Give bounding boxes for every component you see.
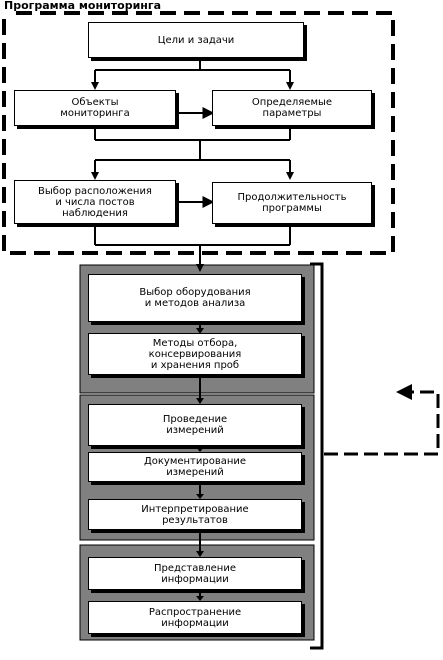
box-distribution: Распространение информации (88, 601, 302, 634)
box-presentation: Представление информации (88, 557, 302, 590)
connector-row1-merge (94, 126, 291, 176)
box-duration: Продолжительность программы (212, 182, 372, 224)
box-location: Выбор расположения и числа постов наблюд… (14, 180, 176, 224)
diagram-title: Программа мониторинга (4, 0, 162, 12)
box-measurement: Проведение измерений (88, 404, 302, 446)
box-parameters: Определяемые параметры (212, 90, 372, 126)
feedback-dashed-line (324, 390, 440, 456)
box-documentation: Документирование измерений (88, 452, 302, 482)
right-bracket (310, 262, 324, 650)
connector-row2-merge (94, 224, 291, 268)
box-interpretation: Интерпретирование результатов (88, 499, 302, 530)
box-sampling: Методы отбора, консервирования и хранени… (88, 333, 302, 375)
connector-goals-split (94, 58, 291, 86)
box-goals: Цели и задачи (88, 22, 304, 58)
box-objects: Объекты мониторинга (14, 90, 176, 126)
planning-dashed-frame (2, 11, 395, 255)
feedback-arrowhead (396, 384, 412, 400)
box-equipment: Выбор оборудования и методов анализа (88, 274, 302, 322)
